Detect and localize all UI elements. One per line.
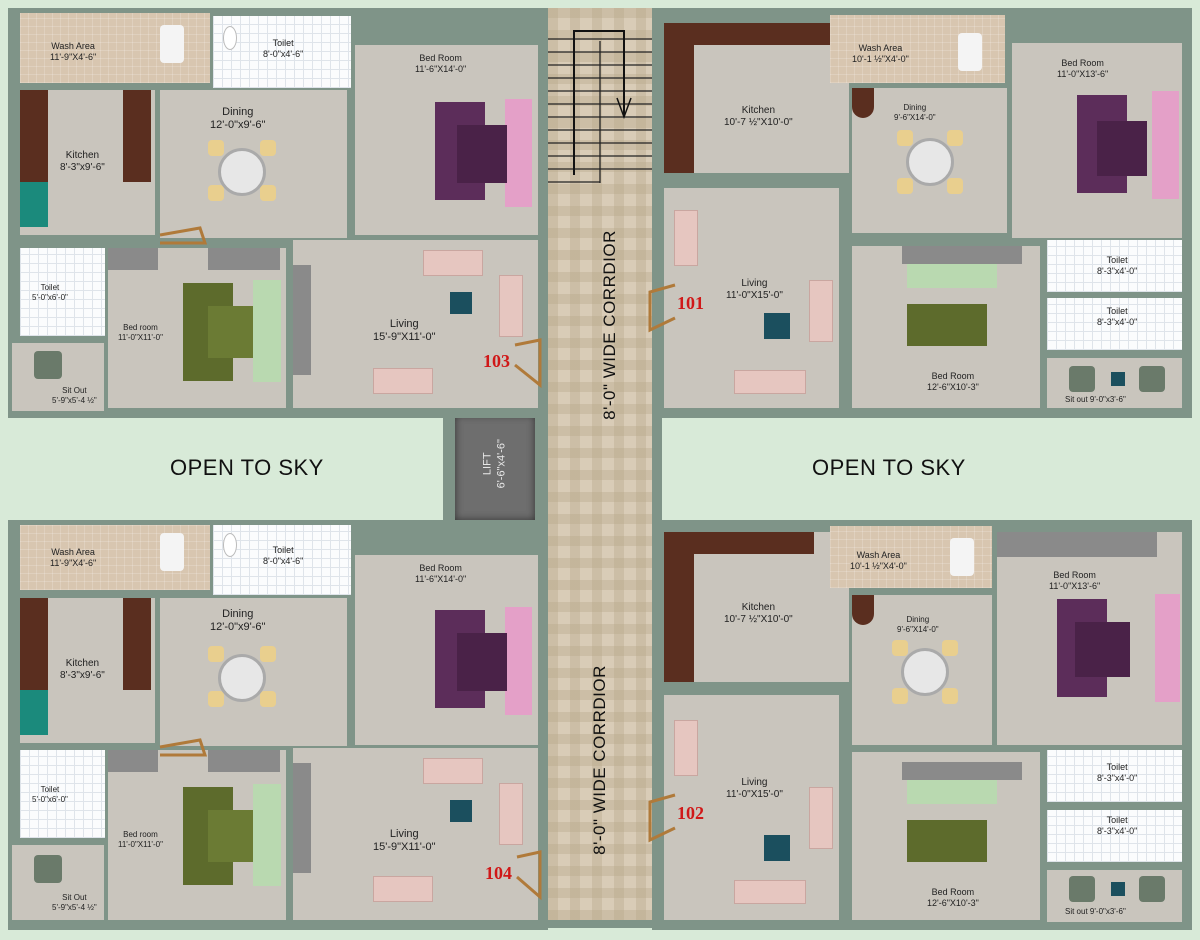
sofa-icon xyxy=(734,370,806,394)
sofa-icon xyxy=(734,880,806,904)
lift[interactable]: LIFT 6'-6"x4'-6" xyxy=(455,415,535,520)
fridge-icon xyxy=(20,690,48,735)
plant-icon xyxy=(1111,372,1125,386)
sofa-icon xyxy=(423,250,483,276)
armchair-icon xyxy=(1139,366,1165,392)
sofa-icon xyxy=(499,783,523,845)
toilet-icon xyxy=(223,26,237,50)
sofa-icon xyxy=(373,876,433,902)
washing-machine-icon xyxy=(950,538,974,576)
sofa-icon xyxy=(674,720,698,776)
unit-number-104: 104 xyxy=(485,863,512,883)
plant-icon xyxy=(764,313,790,339)
open-to-sky-left: OPEN TO SKY xyxy=(170,455,324,480)
room-sit-out[interactable]: Sit out 9'-0"x3'-6" xyxy=(1047,358,1182,408)
sofa-icon xyxy=(423,758,483,784)
plant-icon xyxy=(764,835,790,861)
bed-icon xyxy=(1097,121,1147,176)
toilet-icon xyxy=(223,533,237,557)
dining-table-icon xyxy=(906,138,954,186)
washing-machine-icon xyxy=(160,25,184,63)
room-sit-out[interactable]: Sit out 9'-0"x3'-6" xyxy=(1047,870,1182,922)
bed-icon xyxy=(907,820,987,862)
bed-icon xyxy=(208,306,253,358)
armchair-icon xyxy=(34,855,62,883)
dining-table-icon xyxy=(901,648,949,696)
bed-icon xyxy=(907,304,987,346)
plant-icon xyxy=(450,800,472,822)
armchair-icon xyxy=(34,351,62,379)
unit-number-103: 103 xyxy=(483,351,510,371)
tv-unit xyxy=(293,265,311,375)
unit-number-101: 101 xyxy=(677,293,704,313)
armchair-icon xyxy=(1069,366,1095,392)
sofa-icon xyxy=(674,210,698,266)
staircase-icon xyxy=(548,30,652,183)
sofa-icon xyxy=(809,787,833,849)
dining-table-icon xyxy=(218,654,266,702)
washing-machine-icon xyxy=(160,533,184,571)
bed-icon xyxy=(457,125,507,183)
sofa-icon xyxy=(373,368,433,394)
bed-icon xyxy=(457,633,507,691)
sofa-icon xyxy=(809,280,833,342)
fridge-icon xyxy=(20,182,48,227)
bed-icon xyxy=(208,810,253,862)
plant-icon xyxy=(450,292,472,314)
sofa-icon xyxy=(499,275,523,337)
tv-unit xyxy=(293,763,311,873)
bed-icon xyxy=(1075,622,1130,677)
armchair-icon xyxy=(1069,876,1095,902)
washing-machine-icon xyxy=(958,33,982,71)
plant-icon xyxy=(1111,882,1125,896)
armchair-icon xyxy=(1139,876,1165,902)
dining-table-icon xyxy=(218,148,266,196)
kitchen-counter xyxy=(20,90,48,182)
unit-number-102: 102 xyxy=(677,803,704,823)
kitchen-counter xyxy=(664,23,694,173)
open-to-sky-right: OPEN TO SKY xyxy=(812,455,966,480)
